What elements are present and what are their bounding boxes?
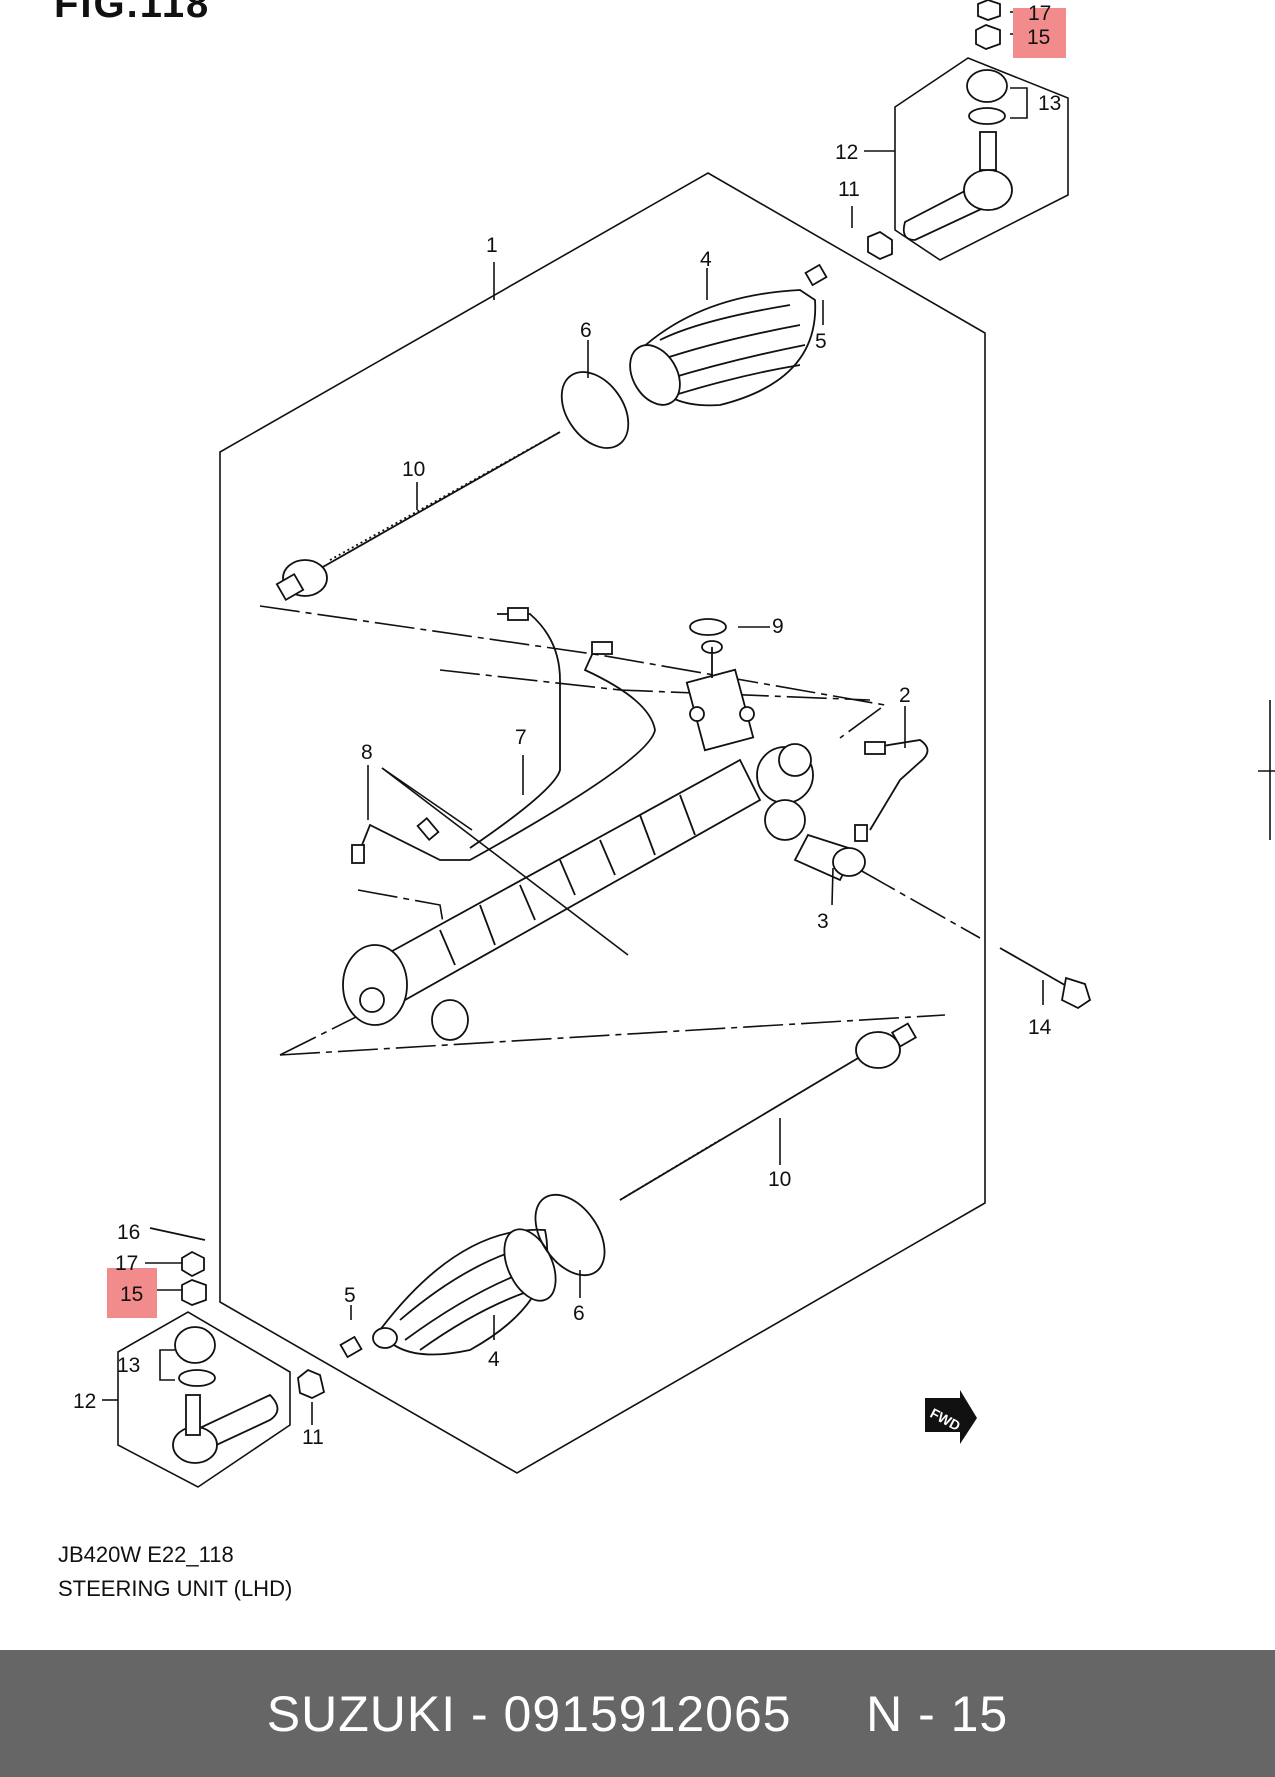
- callout-9: 9: [772, 615, 784, 638]
- callout-15-bottom: 15: [120, 1283, 143, 1306]
- pipe-7: [469, 607, 561, 849]
- callout-6-lower: 6: [573, 1302, 585, 1325]
- tie-rod-end-top: [902, 131, 1013, 241]
- highlight-15-bottom: [107, 1268, 157, 1318]
- callout-10-upper: 10: [402, 458, 425, 481]
- highlight-15-top: [1013, 8, 1066, 58]
- pipe-8: [351, 641, 656, 864]
- dust-seal-bottom: [174, 1326, 216, 1364]
- tie-rod-end-bottom: [172, 1393, 279, 1464]
- callout-6-upper: 6: [580, 319, 592, 342]
- callout-2: 2: [899, 684, 911, 707]
- callout-16: 16: [117, 1221, 140, 1244]
- ref-line-lower: [279, 1014, 946, 1056]
- footer-bar: SUZUKI - 0915912065 N - 15: [0, 1650, 1275, 1777]
- ref-line-upper: [259, 605, 887, 739]
- tie-rod-lower: [619, 1022, 918, 1201]
- fwd-arrow-icon: FWD: [925, 1390, 977, 1444]
- callout-15-top: 15: [1027, 26, 1050, 49]
- cotter-pin: [149, 1227, 206, 1241]
- washer-nut-15-top: [975, 24, 1001, 50]
- callout-5-upper: 5: [815, 330, 827, 353]
- seal-ring-bottom: [178, 1369, 216, 1387]
- mount-bush: [793, 833, 866, 882]
- nut-11-top: [867, 230, 893, 261]
- callout-11-bottom: 11: [302, 1426, 324, 1449]
- callout-labels: 1 2 3 4 4 5 5 6 6 7 8 9 10 10 11 11 12 1…: [73, 2, 1061, 1449]
- callout-17-bottom: 17: [115, 1252, 138, 1275]
- ref-line-upper-2: [439, 669, 871, 701]
- callout-14: 14: [1028, 1016, 1052, 1039]
- callout-13-top: 13: [1038, 92, 1061, 115]
- assembly-frame: [219, 172, 986, 1474]
- pinion-valve: [685, 640, 755, 752]
- cap: [689, 618, 727, 636]
- tie-rod-end-box-bottom: [117, 1311, 291, 1488]
- callout-5-lower: 5: [344, 1284, 356, 1307]
- clip-lower: [339, 1335, 363, 1359]
- callout-4-lower: 4: [488, 1348, 500, 1371]
- ref-line-8: [357, 889, 446, 936]
- clip-upper: [804, 263, 828, 287]
- boot-clamp-upper: [560, 371, 630, 449]
- dust-seal-top: [966, 69, 1008, 103]
- callout-3: 3: [817, 910, 829, 933]
- callout-17-top: 17: [1028, 2, 1051, 25]
- callout-11-top: 11: [838, 178, 860, 201]
- mount-bolt: [999, 947, 1092, 1010]
- diagram-title: STEERING UNIT (LHD): [58, 1576, 293, 1601]
- callout-13-bottom: 13: [117, 1354, 140, 1377]
- callout-1: 1: [486, 234, 498, 257]
- pipe-2: [854, 739, 929, 842]
- castle-nut-17-top: [977, 0, 1001, 21]
- ref-line-bolt: [859, 869, 981, 939]
- callout-4-upper: 4: [700, 248, 712, 271]
- callout-7: 7: [515, 726, 527, 749]
- rack-housing: [342, 743, 814, 1041]
- castle-nut-17-bottom: [181, 1250, 205, 1278]
- tie-rod-upper: [275, 431, 561, 602]
- callout-12-bottom: 12: [73, 1390, 96, 1413]
- nut-11-bottom: [297, 1368, 326, 1399]
- boot-upper: [629, 289, 817, 407]
- washer-nut-15-bottom: [181, 1279, 207, 1306]
- figure-number: FIG.118: [54, 0, 211, 26]
- footer-part-number: SUZUKI - 0915912065 N - 15: [266, 1685, 1009, 1742]
- tie-rod-end-box-top: [894, 57, 1069, 261]
- callout-10-lower: 10: [768, 1168, 791, 1191]
- steering-unit-exploded-diagram: FWD 1 2 3 4 4 5 5 6 6 7 8 9 10 10 11 11 …: [73, 0, 1275, 1488]
- diagram-code: JB420W E22_118: [58, 1542, 234, 1567]
- callout-8: 8: [361, 741, 373, 764]
- boot-clamp-lower: [534, 1193, 606, 1277]
- seal-ring-top: [968, 107, 1006, 125]
- boot-lower: [372, 1228, 557, 1356]
- callout-12-top: 12: [835, 141, 858, 164]
- leader-lines: [102, 11, 1044, 1425]
